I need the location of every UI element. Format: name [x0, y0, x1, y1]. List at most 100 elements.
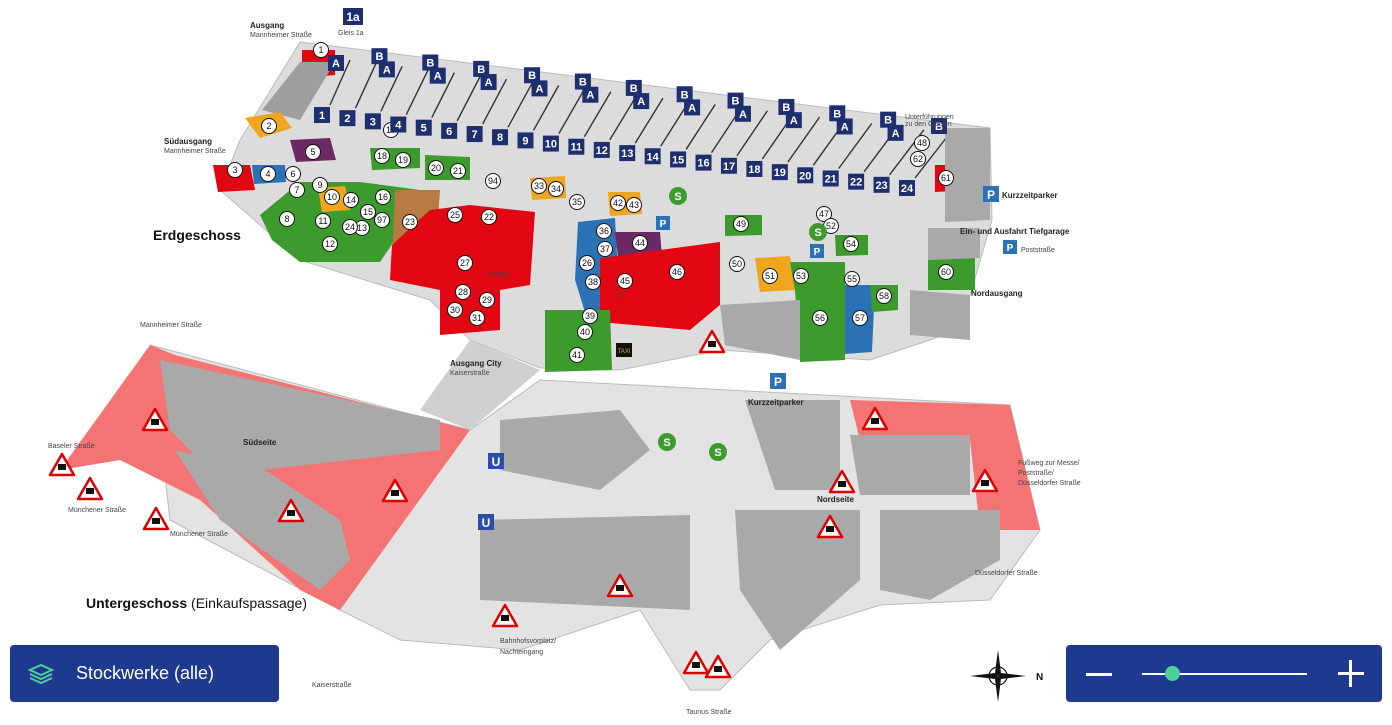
sbahn-icon[interactable]: S	[709, 443, 727, 461]
shop-number-marker[interactable]: 44	[632, 235, 648, 251]
shop-number-marker[interactable]: 23	[402, 214, 418, 230]
shop-number-marker[interactable]: 34	[548, 181, 564, 197]
shop-number-marker[interactable]: 21	[450, 163, 466, 179]
platform-section-label[interactable]: B	[625, 79, 642, 96]
floors-button[interactable]: Stockwerke (alle)	[10, 645, 279, 702]
track-number-label[interactable]: 15	[670, 151, 687, 168]
track-number-label[interactable]: 17	[720, 157, 737, 174]
shop-number-marker[interactable]: 5	[305, 144, 321, 160]
platform-section-label[interactable]: B	[778, 98, 795, 115]
platform-section-label[interactable]: A	[836, 118, 853, 135]
track-number-label[interactable]: 23	[873, 176, 890, 193]
shop-number-marker[interactable]: 7	[289, 182, 305, 198]
platform-section-label[interactable]: B	[371, 48, 388, 65]
platform-section-label[interactable]: B	[676, 86, 693, 103]
track-number-label[interactable]: 12	[593, 141, 610, 158]
track-number-label[interactable]: 9	[517, 132, 534, 149]
parking-icon[interactable]: P	[656, 216, 670, 230]
platform-section-label[interactable]: A	[734, 105, 751, 122]
platform-section-label[interactable]: B	[473, 60, 490, 77]
track-number-label[interactable]: 20	[797, 167, 814, 184]
sbahn-icon[interactable]: S	[658, 433, 676, 451]
platform-section-label[interactable]: A	[582, 86, 599, 103]
shop-number-marker[interactable]: 50	[729, 256, 745, 272]
track-number-label[interactable]: 6	[441, 122, 458, 139]
track-number-label[interactable]: 21	[822, 170, 839, 187]
track-number-label[interactable]: 16	[695, 154, 712, 171]
shop-number-marker[interactable]: 54	[843, 236, 859, 252]
track-number-label[interactable]: 10	[542, 135, 559, 152]
shop-number-marker[interactable]: 94	[485, 173, 501, 189]
shop-number-marker[interactable]: 20	[428, 160, 444, 176]
shop-number-marker[interactable]: 97	[374, 212, 390, 228]
platform-section-label[interactable]: B	[931, 118, 947, 134]
shop-number-marker[interactable]: 58	[876, 288, 892, 304]
shop-number-marker[interactable]: 48	[914, 135, 930, 151]
parking-icon[interactable]: P	[770, 373, 786, 389]
track-number-label[interactable]: 1	[314, 107, 330, 123]
shop-number-marker[interactable]: 38	[585, 274, 601, 290]
shop-number-marker[interactable]: 16	[375, 189, 391, 205]
shop-number-marker[interactable]: 28	[455, 284, 471, 300]
shop-number-marker[interactable]: 45	[617, 273, 633, 289]
platform-section-label[interactable]: A	[480, 74, 497, 91]
track-number-label[interactable]: 24	[899, 180, 915, 196]
shop-number-marker[interactable]: 41	[569, 347, 585, 363]
track-number-label[interactable]: 3	[364, 113, 381, 130]
shop-number-marker[interactable]: 27	[457, 255, 473, 271]
shop-number-marker[interactable]: 14	[343, 192, 359, 208]
platform-section-label[interactable]: B	[574, 73, 591, 90]
zoom-slider-track[interactable]	[1142, 673, 1307, 675]
shop-number-marker[interactable]: 6	[285, 166, 301, 182]
shop-number-marker[interactable]: 51	[762, 268, 778, 284]
platform-section-label[interactable]: A	[531, 80, 548, 97]
shop-number-marker[interactable]: 29	[479, 292, 495, 308]
platform-section-label[interactable]: A	[887, 124, 904, 141]
shop-number-marker[interactable]: 15	[360, 204, 376, 220]
shop-number-marker[interactable]: 1	[313, 42, 329, 58]
shop-number-marker[interactable]: 53	[793, 268, 809, 284]
zoom-slider-knob[interactable]	[1164, 666, 1180, 681]
parking-icon[interactable]: P	[810, 244, 824, 258]
sbahn-icon[interactable]: S	[669, 187, 687, 205]
shop-number-marker[interactable]: 47	[816, 206, 832, 222]
platform-section-label[interactable]: B	[524, 67, 541, 84]
track-number-label[interactable]: 19	[771, 164, 788, 181]
track-number-label[interactable]: 4	[390, 116, 407, 133]
platform-section-label[interactable]: A	[429, 67, 446, 84]
shop-number-marker[interactable]: 9	[312, 177, 328, 193]
taxi-icon[interactable]: TAXI	[616, 343, 632, 357]
parking-icon[interactable]: P	[983, 186, 999, 202]
shop-number-marker[interactable]: 39	[582, 308, 598, 324]
shop-number-marker[interactable]: 62	[910, 151, 926, 167]
zoom-in-button[interactable]	[1336, 659, 1366, 689]
platform-section-label[interactable]: B	[422, 54, 439, 71]
platform-section-label[interactable]: A	[633, 93, 650, 110]
track-number-label[interactable]: 13	[619, 145, 636, 162]
shop-number-marker[interactable]: 19	[395, 152, 411, 168]
shop-number-marker[interactable]: 40	[577, 324, 593, 340]
shop-number-marker[interactable]: 11	[315, 213, 331, 229]
track-number-label[interactable]: 2	[339, 110, 356, 127]
shop-number-marker[interactable]: 60	[938, 264, 954, 280]
shop-number-marker[interactable]: 46	[669, 264, 685, 280]
shop-number-marker[interactable]: 22	[481, 209, 497, 225]
platform-section-label[interactable]: B	[829, 105, 846, 122]
shop-number-marker[interactable]: 13	[354, 220, 370, 236]
platform-section-label[interactable]: A	[684, 99, 701, 116]
shop-number-marker[interactable]: 49	[733, 216, 749, 232]
shop-number-marker[interactable]: 18	[374, 148, 390, 164]
platform-section-label[interactable]: B	[880, 111, 897, 128]
track-number-label[interactable]: 5	[415, 119, 432, 136]
track-number-label[interactable]: 8	[492, 129, 509, 146]
shop-number-marker[interactable]: 55	[844, 271, 860, 287]
track-number-label[interactable]: 14	[644, 148, 661, 165]
ubahn-icon[interactable]: U	[478, 514, 494, 530]
shop-number-marker[interactable]: 36	[596, 223, 612, 239]
shop-number-marker[interactable]: 42	[610, 195, 626, 211]
shop-number-marker[interactable]: 43	[626, 197, 642, 213]
track-number-label[interactable]: 18	[746, 160, 763, 177]
shop-number-marker[interactable]: 25	[447, 207, 463, 223]
ubahn-icon[interactable]: U	[488, 453, 504, 469]
shop-number-marker[interactable]: 12	[322, 236, 338, 252]
